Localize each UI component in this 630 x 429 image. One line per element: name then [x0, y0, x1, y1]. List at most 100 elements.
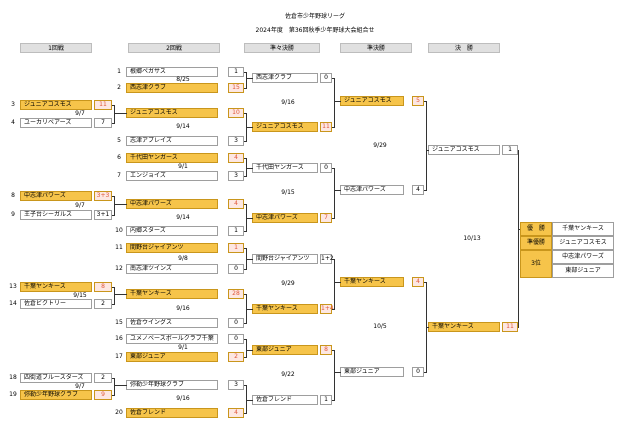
bracket-line [244, 88, 247, 89]
bracket-line [112, 105, 115, 106]
r2-team: 間野台ジャイアンツ [126, 243, 218, 253]
qf-score: 0 [320, 73, 332, 83]
bracket-line [424, 101, 427, 102]
result-team-champion: 千葉ヤンキース [552, 222, 614, 236]
bracket-line [332, 350, 335, 351]
r1-seed-number: 9 [11, 211, 15, 218]
r2-seed-number: 17 [115, 353, 123, 360]
bracket-line [332, 78, 335, 79]
bracket-line [246, 127, 253, 128]
header-quarterfinal: 準々決勝 [244, 43, 320, 53]
bracket-line [334, 259, 335, 310]
qf-score: 7 [320, 213, 332, 223]
bracket-line [112, 123, 115, 124]
r2-match-date: 9/8 [178, 255, 188, 262]
qf-team: 西志津クラブ [252, 73, 318, 83]
final-team: ジュニアコスモス [428, 145, 500, 155]
r2-seed-number: 12 [115, 265, 123, 272]
r2-score: 4 [228, 408, 244, 418]
bracket-line [244, 158, 247, 159]
result-team-runner-up: ジュニアコスモス [552, 236, 614, 250]
r2-match-date: 9/16 [176, 305, 190, 312]
sf-team: 千葉ヤンキース [340, 277, 404, 287]
r1-seed-number: 8 [11, 192, 15, 199]
bracket-line [244, 339, 247, 340]
r2-team: 千葉ヤンキース [126, 289, 218, 299]
r1-match-date: 9/7 [75, 202, 85, 209]
bracket-line [332, 127, 335, 128]
r2-seed-number: 20 [115, 409, 123, 416]
bracket-line [426, 101, 427, 191]
final-score: 11 [502, 322, 518, 332]
qf-team: 佐倉フレンド [252, 395, 318, 405]
bracket-line [246, 218, 253, 219]
r1-team: ユーカリベアーズ [20, 118, 92, 128]
header-final: 決 勝 [428, 43, 500, 53]
r2-match-date: 9/16 [176, 395, 190, 402]
bracket-line [112, 287, 115, 288]
bracket-line [244, 323, 247, 324]
r2-team: 志津アプレイズ [126, 136, 218, 146]
r2-score: 10 [228, 108, 244, 118]
r2-team: ユメノベースボールクラブ千葉 [126, 334, 218, 344]
page-subtitle: 2024年度 第36回秋季少年野球大会組合せ [255, 27, 375, 34]
bracket-line [518, 229, 521, 230]
bracket-line [246, 204, 247, 232]
r1-seed-number: 18 [9, 374, 17, 381]
r2-team: 東部ジュニア [126, 352, 218, 362]
bracket-line [334, 168, 335, 219]
sf-team: ジュニアコスモス [340, 96, 404, 106]
sf-match-date: 9/29 [373, 142, 387, 149]
page-title: 佐倉市少年野球リーグ [284, 13, 345, 20]
bracket-line [112, 304, 115, 305]
r2-team: 内郷スターズ [126, 226, 218, 236]
bracket-line [112, 215, 115, 216]
r1-team: 弥勒少年野球クラブ [20, 390, 92, 400]
r2-score: 1 [228, 243, 244, 253]
result-label-runner-up: 準優勝 [520, 236, 552, 250]
r1-team: 四街道ブルースターズ [20, 373, 92, 383]
bracket-line [334, 282, 341, 283]
bracket-line [244, 269, 247, 270]
sf-score: 5 [412, 96, 424, 106]
qf-team: ジュニアコスモス [252, 122, 318, 132]
r2-match-date: 9/1 [178, 344, 188, 351]
header-round-1: 1回戦 [20, 43, 92, 53]
bracket-line [244, 413, 247, 414]
sf-team: 東部ジュニア [340, 367, 404, 377]
bracket-line [246, 350, 253, 351]
r2-score: 0 [228, 318, 244, 328]
bracket-line [246, 385, 247, 414]
r2-seed-number: 15 [115, 319, 123, 326]
r1-score: 2 [94, 373, 112, 383]
bracket-line [518, 150, 519, 328]
r2-score: 15 [228, 83, 244, 93]
bracket-line [114, 204, 115, 207]
qf-score: 1+4 [320, 304, 334, 314]
r1-score: 8 [94, 282, 112, 292]
bracket-line [332, 259, 335, 260]
bracket-line [426, 282, 427, 373]
r2-team: ジュニアコスモス [126, 108, 218, 118]
r2-match-date: 9/14 [176, 123, 190, 130]
sf-team: 中志津パワーズ [340, 185, 404, 195]
bracket-line [426, 327, 429, 328]
r1-team: 千葉ヤンキース [20, 282, 92, 292]
result-label-champion: 優 勝 [520, 222, 552, 236]
result-label-third: 3位 [520, 250, 552, 278]
bracket-line [244, 294, 247, 295]
r2-score: 28 [228, 289, 244, 299]
qf-team: 千葉ヤンキース [252, 304, 318, 314]
bracket-line [244, 113, 247, 114]
r2-score: 4 [228, 199, 244, 209]
qf-team: 中志津パワーズ [252, 213, 318, 223]
bracket-line [424, 372, 427, 373]
bracket-line [114, 204, 127, 205]
bracket-line [424, 190, 427, 191]
r1-score: 7 [94, 118, 112, 128]
bracket-line [244, 141, 247, 142]
final-score: 1 [502, 145, 518, 155]
bracket-line [246, 248, 247, 270]
r1-seed-number: 19 [9, 391, 17, 398]
bracket-line [246, 113, 247, 142]
